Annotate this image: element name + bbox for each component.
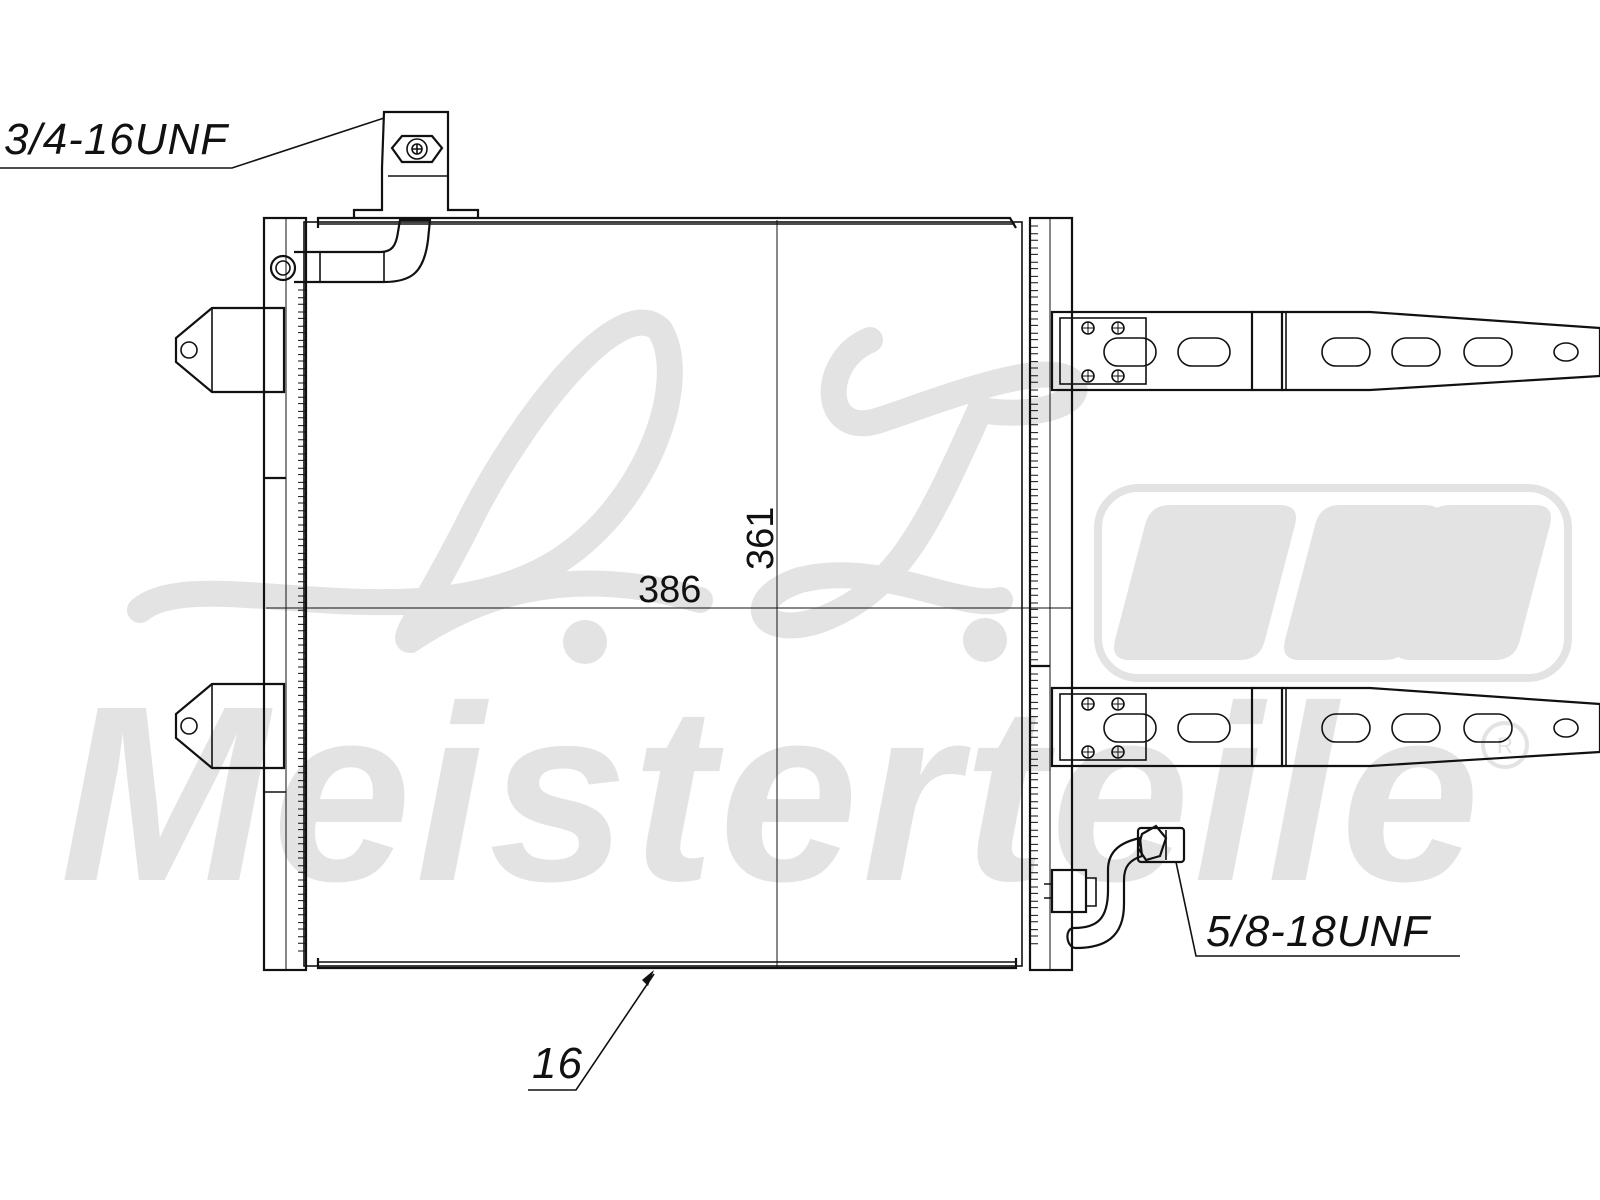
right-header-tank (1028, 216, 1074, 972)
left-mount-tab-lower (174, 682, 286, 770)
outlet-leader-line (1175, 861, 1460, 957)
right-bracket-upper (1050, 310, 1600, 392)
width-dimension-label: 386 (638, 569, 701, 611)
inlet-leader-line (0, 117, 385, 169)
inlet-hex-nut-icon (390, 134, 444, 164)
core-outline (303, 221, 1023, 967)
thickness-leader-line (528, 973, 655, 1091)
condenser-core (262, 216, 1074, 972)
thickness-arrow-icon (642, 970, 654, 986)
inlet-pipe-ring (269, 254, 297, 282)
watermark-registered-circle (1481, 721, 1529, 769)
watermark-dot-2 (963, 618, 1007, 662)
core-thickness-label: 16 (532, 1039, 583, 1088)
core-bottom-rail (316, 958, 1018, 970)
inlet-fitting: 3/4-16UNF (0, 110, 480, 284)
right-header-teeth (1029, 225, 1038, 945)
core-top-rail (316, 216, 1017, 229)
outlet-fitting: 5/8-18UNF (1044, 824, 1460, 957)
watermark-dot-1 (563, 620, 607, 664)
inlet-pipe (294, 218, 432, 284)
height-dimension-label: 361 (740, 507, 782, 570)
outlet-pipe (1066, 836, 1144, 950)
watermark-stripes-logo (1094, 484, 1572, 682)
dimension-lines: 386 361 (266, 220, 1072, 968)
watermark: Meisterteile R (60, 309, 1572, 933)
outlet-thread-label: 5/8-18UNF (1206, 907, 1431, 956)
watermark-brand-text: Meisterteile (60, 654, 1484, 933)
right-bracket-lower (1050, 686, 1600, 768)
watermark-script-swoosh (127, 309, 713, 654)
left-mounting-tabs (174, 306, 286, 770)
watermark-script-l (750, 327, 1088, 639)
left-header-teeth (298, 289, 307, 952)
core-thickness-callout: 16 (528, 970, 655, 1091)
watermark-registered-mark: R (1497, 733, 1513, 758)
outlet-nut-icon (1136, 824, 1186, 864)
inlet-thread-label: 3/4-16UNF (4, 115, 229, 164)
left-mount-tab-upper (174, 306, 286, 394)
